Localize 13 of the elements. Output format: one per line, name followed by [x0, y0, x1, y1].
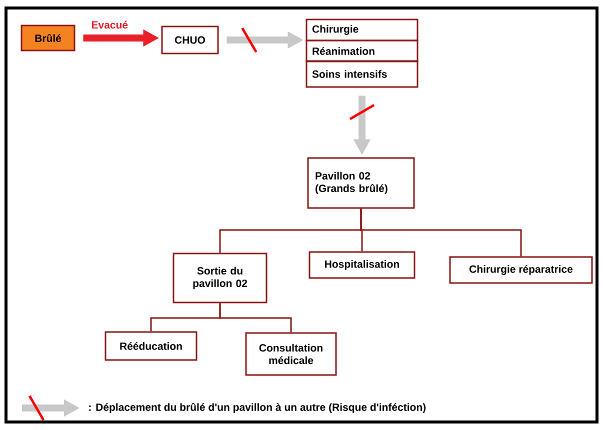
ward-box: Soins intensifs	[306, 60, 418, 88]
legend-text: : Déplacement du brûlé d'un pavillon à un autre (Risque d'inféction)	[89, 403, 426, 413]
ward-box: Chirurgie	[306, 18, 418, 42]
patient-box: Brûlé	[20, 24, 76, 52]
process-box: CHUO	[161, 26, 219, 54]
process-box: Hospitalisation	[308, 251, 416, 279]
process-box: Sortie du pavillon 02	[172, 252, 268, 304]
edge-label: Evacué	[92, 20, 128, 29]
process-box: Consultation médicale	[245, 332, 337, 376]
ward-box: Réanimation	[306, 40, 418, 62]
ward-box: Pavillon 02 (Grands brûlé)	[307, 157, 415, 209]
process-box: Rééducation	[104, 331, 198, 361]
process-box: Chirurgie réparatrice	[449, 256, 593, 284]
